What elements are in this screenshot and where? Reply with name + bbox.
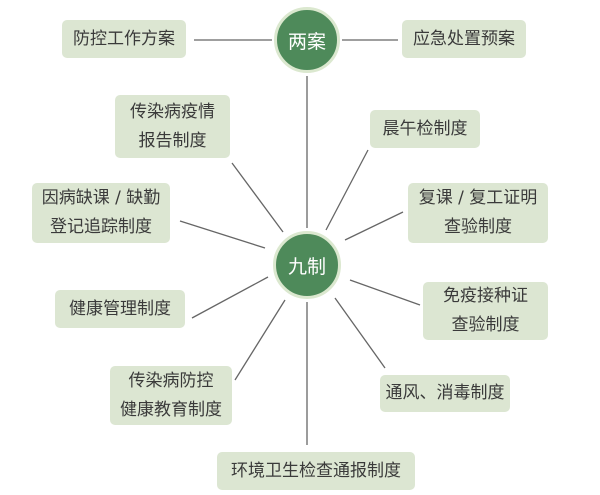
system-box: 通风、消毒制度: [380, 375, 510, 412]
spoke-8: [334, 297, 386, 369]
system-label: 健康管理制度: [69, 298, 171, 319]
spoke-7: [234, 299, 286, 381]
hub-two-plans: 两案: [274, 7, 340, 73]
plan-label: 应急处置预案: [413, 28, 515, 49]
system-label: 登记追踪制度: [50, 217, 152, 237]
system-label: 晨午检制度: [382, 118, 468, 139]
system-box: 传染病防控健康教育制度: [110, 366, 232, 425]
system-box: 传染病疫情报告制度: [115, 95, 230, 158]
system-label: 通风、消毒制度: [385, 383, 505, 403]
system-box: 晨午检制度: [370, 110, 480, 148]
plan-box: 防控工作方案: [62, 20, 186, 58]
plan-label: 防控工作方案: [73, 28, 175, 49]
plan-box: 应急处置预案: [402, 20, 526, 58]
system-label: 报告制度: [138, 130, 207, 151]
spoke-3: [179, 220, 266, 249]
spoke-6: [349, 279, 421, 306]
system-label: 复课 / 复工证明: [418, 188, 538, 208]
hub-nine-systems: 九制: [273, 231, 341, 299]
system-label: 传染病防控: [128, 370, 214, 391]
system-label: 因病缺课 / 缺勤: [41, 188, 161, 208]
system-box: 复课 / 复工证明查验制度: [408, 183, 548, 243]
system-box: 环境卫生检查通报制度: [217, 452, 415, 490]
spoke-1: [231, 162, 284, 233]
system-label: 传染病疫情: [130, 101, 215, 122]
system-label: 查验制度: [444, 217, 512, 237]
system-box: 免疫接种证查验制度: [423, 282, 548, 340]
spoke-4: [344, 211, 404, 241]
spoke-2: [325, 149, 369, 231]
system-label: 免疫接种证: [443, 286, 528, 306]
system-box: 健康管理制度: [55, 290, 185, 328]
system-label: 健康教育制度: [120, 399, 222, 420]
system-label: 环境卫生检查通报制度: [231, 460, 401, 481]
spoke-5: [191, 276, 269, 319]
system-box: 因病缺课 / 缺勤登记追踪制度: [32, 183, 170, 243]
system-label: 查验制度: [451, 315, 520, 335]
